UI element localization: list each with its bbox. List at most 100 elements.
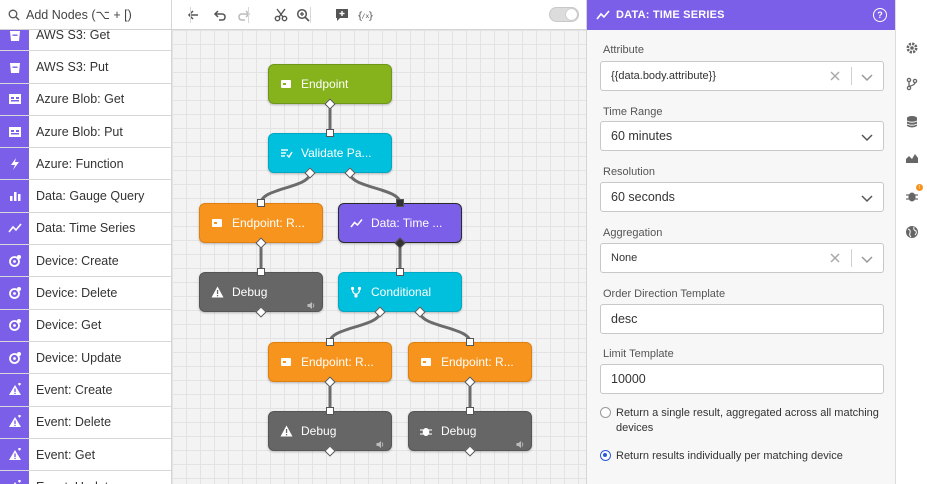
cut-icon[interactable] [272,6,290,24]
lightning-icon [0,148,29,180]
workflow-node-conditional[interactable]: Conditional [338,272,462,312]
connection-wire[interactable] [259,172,312,204]
endpoint-reply-icon [279,355,293,369]
connection-wire[interactable] [328,311,382,343]
event-icon [0,374,29,406]
node-list-item[interactable]: Data: Time Series [0,212,171,246]
input-port[interactable] [466,407,474,415]
line-chart-icon [349,216,363,230]
attribute-select[interactable]: {{data.body.attribute}} [600,61,884,91]
node-list-item[interactable]: Device: Update [0,341,171,375]
connection-wire[interactable] [348,172,402,204]
input-port[interactable] [326,338,334,346]
globe-icon[interactable] [904,224,920,240]
workflow-node-label: Debug [441,424,477,438]
endpoint-icon [279,77,293,91]
input-port[interactable] [326,407,334,415]
input-port[interactable] [466,338,474,346]
gear-icon[interactable] [904,40,920,56]
resolution-value: 60 seconds [611,190,675,204]
node-list-item[interactable]: Device: Create [0,245,171,278]
node-list-item[interactable]: Event: Delete [0,406,171,439]
workflow-node-validate[interactable]: Validate Pa... [268,133,392,173]
area-chart-icon[interactable] [904,150,920,166]
add-comment-icon[interactable] [333,6,351,24]
svg-text:}: } [368,11,373,22]
time-range-select[interactable]: 60 minutes [600,121,884,151]
radio-button-selected[interactable] [600,450,611,461]
search-icon [8,9,20,20]
validate-icon [279,146,293,160]
workflow-node-debug1[interactable]: Debug [199,272,323,312]
node-list-item-label: Azure: Function [36,156,124,171]
node-list-item[interactable]: Event: Create [0,374,171,407]
bug-icon[interactable]: ! [904,184,923,204]
node-list-item-label: Event: Create [36,382,113,397]
node-list-item-label: Data: Time Series [36,221,136,236]
input-port[interactable] [396,199,404,207]
node-search-bar [0,0,171,30]
order-direction-value: desc [611,312,638,326]
endpoint-reply-icon [210,216,224,230]
workflow-node-label: Endpoint: R... [301,355,374,369]
node-list-item-label: AWS S3: Get [36,27,110,42]
input-port[interactable] [257,268,265,276]
node-list-item[interactable]: Device: Get [0,309,171,342]
clear-icon[interactable] [829,252,841,264]
order-direction-input[interactable]: desc [600,304,884,334]
redo-icon[interactable] [235,6,253,24]
radio-individual-results[interactable]: Return results individually per matching… [600,449,884,464]
connection-wire[interactable] [418,311,472,343]
limit-input[interactable]: 10000 [600,364,884,394]
node-list-item[interactable]: Event: Get [0,438,171,472]
canvas-toggle-switch[interactable] [549,7,579,22]
chevron-down-icon [861,195,873,203]
input-port[interactable] [396,268,404,276]
node-list-item-label: Azure Blob: Put [36,124,123,139]
node-list-item-label: Event: Update [29,480,115,484]
node-list-item[interactable]: Azure Blob: Put [0,115,171,149]
volume-icon[interactable] [516,436,525,448]
workflow-node-endpoint-r1[interactable]: Endpoint: R... [199,203,323,243]
bug-alert-badge: ! [916,184,923,191]
workflow-node-debug3[interactable]: Debug [408,411,532,451]
chevron-down-icon[interactable] [861,71,873,83]
node-search-input[interactable] [26,7,166,22]
volume-icon[interactable] [307,297,316,309]
node-list-item[interactable]: Event: Update [0,471,171,484]
node-list-item[interactable]: AWS S3: Put [0,51,171,84]
zoom-in-icon[interactable] [294,6,312,24]
chevron-down-icon[interactable] [861,253,873,265]
blob-icon [0,83,29,115]
node-list-item-label: Data: Gauge Query [36,189,145,204]
bar-chart-icon [0,180,29,212]
aggregation-select[interactable]: None [600,243,884,273]
help-icon[interactable]: ? [873,8,887,22]
branch-icon[interactable] [904,76,920,92]
node-list-item[interactable]: Data: Gauge Query [0,180,171,213]
input-port[interactable] [326,129,334,137]
node-list-item-label: Device: Create [36,253,119,268]
order-direction-label: Order Direction Template [603,288,726,300]
clear-icon[interactable] [829,70,841,82]
radio-button[interactable] [600,407,611,418]
node-list-item[interactable]: Device: Delete [0,277,171,310]
back-arrow-icon[interactable] [184,6,202,24]
undo-icon[interactable] [211,6,229,24]
warning-icon [210,285,224,299]
code-icon[interactable]: {/x} [356,6,374,24]
radio-single-result[interactable]: Return a single result, aggregated acros… [600,406,884,436]
node-list-item[interactable]: Azure Blob: Get [0,83,171,116]
input-port[interactable] [257,199,265,207]
resolution-select[interactable]: 60 seconds [600,182,884,212]
workflow-node-label: Endpoint: R... [441,355,514,369]
workflow-node-data-time[interactable]: Data: Time ... [338,203,462,243]
chevron-down-icon [861,134,873,142]
node-list-item[interactable]: Azure: Function [0,148,171,181]
database-icon[interactable] [904,114,920,130]
limit-value: 10000 [611,372,646,386]
volume-icon[interactable] [376,436,385,448]
toolbar-divider [310,7,311,23]
workflow-node-label: Validate Pa... [301,146,372,160]
